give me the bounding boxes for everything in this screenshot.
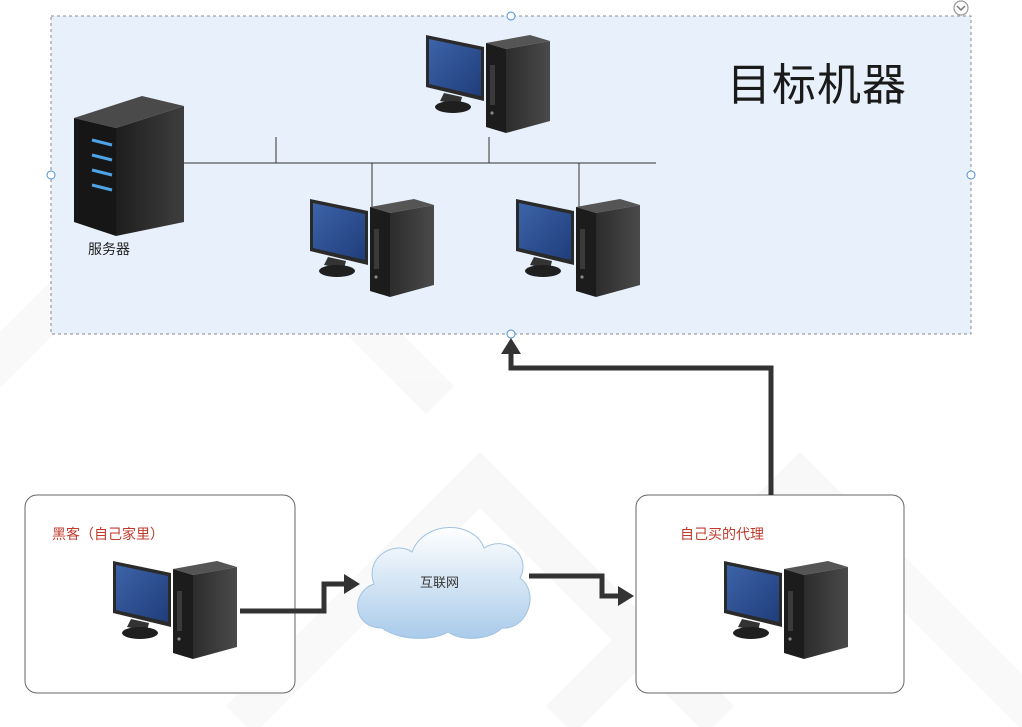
proxy-label: 自己买的代理 — [680, 527, 764, 543]
arrowhead — [618, 586, 634, 606]
connector-internet-to-proxy[interactable] — [529, 573, 620, 599]
selection-handle-bottom[interactable] — [506, 329, 516, 339]
connector-proxy-to-target[interactable] — [508, 352, 774, 495]
collapse-icon[interactable] — [953, 0, 969, 16]
target-group-title: 目标机器 — [727, 60, 907, 111]
selection-handle-top[interactable] — [506, 11, 516, 21]
hacker-label: 黑客（自己家里） — [52, 527, 164, 543]
selection-handle-right[interactable] — [966, 170, 976, 180]
connector-hacker-to-internet[interactable] — [240, 581, 346, 614]
cloud-icon[interactable] — [357, 527, 531, 639]
internet-label: 互联网 — [420, 576, 460, 591]
selection-handle-left[interactable] — [46, 170, 56, 180]
server-label: 服务器 — [88, 242, 130, 258]
arrowhead — [344, 574, 360, 594]
arrowhead — [501, 338, 521, 354]
server-icon[interactable] — [74, 96, 184, 236]
